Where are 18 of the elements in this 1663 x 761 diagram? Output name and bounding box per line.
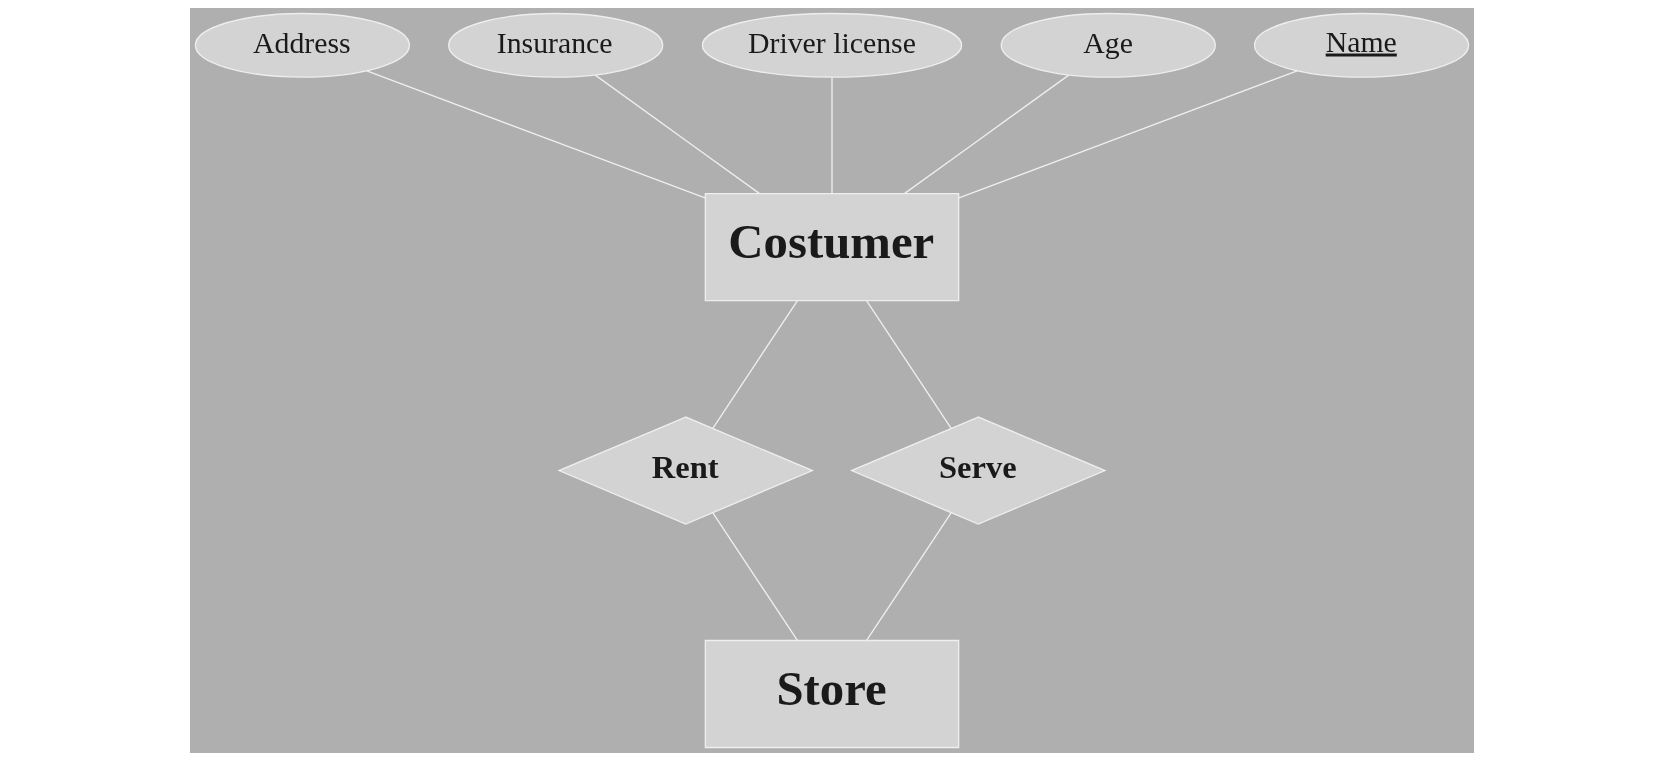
connector bbox=[865, 300, 952, 429]
connector bbox=[830, 76, 833, 194]
node-ellipse: Driver license bbox=[701, 12, 962, 78]
node-ellipse: Address bbox=[194, 12, 410, 78]
connector bbox=[865, 512, 952, 641]
connector bbox=[957, 70, 1298, 199]
connector bbox=[903, 74, 1069, 194]
node-ellipse: Insurance bbox=[447, 12, 663, 78]
node-ellipse: Name bbox=[1253, 12, 1469, 78]
node-ellipse: Age bbox=[1000, 12, 1216, 78]
node-diamond: Serve bbox=[849, 416, 1107, 525]
connector bbox=[594, 74, 760, 194]
node-box: Costumer bbox=[704, 192, 959, 302]
connector bbox=[711, 300, 798, 429]
connector bbox=[711, 512, 798, 641]
node-box: Store bbox=[704, 639, 959, 749]
connector bbox=[365, 70, 706, 199]
node-diamond: Rent bbox=[556, 416, 814, 525]
